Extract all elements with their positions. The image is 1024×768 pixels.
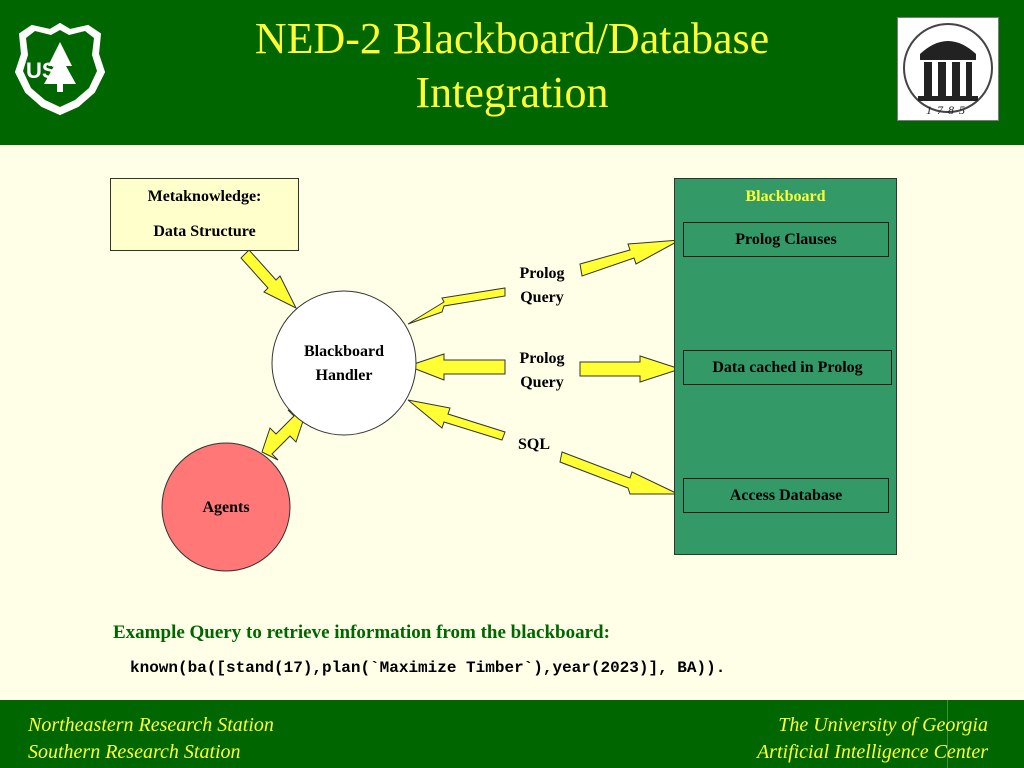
arrow-sql-to-access [559, 451, 679, 495]
title-line-1: NED-2 Blackboard/Database [254, 14, 770, 63]
arrow-handler-prolog-query-1 [407, 287, 506, 325]
arrow-prolog-query-1-to-clauses [579, 239, 681, 277]
footer-right-line-1: The University of Georgia [778, 714, 988, 736]
metaknowledge-line-2: Data Structure [153, 223, 256, 240]
logo-letters: US [26, 58, 57, 83]
footer-right: The University of Georgia Artificial Int… [757, 712, 988, 766]
blackboard-handler-label: Blackboard Handler [272, 340, 416, 388]
blackboard-item-data-cached: Data cached in Prolog [683, 350, 892, 385]
forest-service-logo: US [12, 20, 108, 116]
example-query-code: known(ba([stand(17),plan(`Maximize Timbe… [130, 659, 726, 677]
metaknowledge-box: Metaknowledge: Data Structure [110, 178, 299, 251]
header-bar: US NED-2 Blackboard/Database Integration… [0, 0, 1024, 145]
agents-label: Agents [162, 496, 290, 520]
connection-1-line-2: Query [520, 289, 564, 306]
connection-label-prolog-query-1: Prolog Query [502, 262, 582, 310]
connection-label-sql: SQL [494, 433, 574, 457]
blackboard-handler-circle [271, 290, 417, 436]
footer-left-line-2: Southern Research Station [28, 741, 241, 763]
arrow-meta-to-handler [240, 249, 298, 310]
blackboard-panel: Blackboard Prolog Clauses Data cached in… [674, 178, 897, 555]
title-line-2: Integration [415, 68, 609, 117]
arrow-handler-sql [407, 399, 506, 441]
handler-line-1: Blackboard [303, 343, 384, 360]
agents-text: Agents [202, 499, 250, 516]
university-logo: 1785 [897, 17, 999, 121]
arrow-handler-prolog-query-2 [406, 353, 506, 381]
footer-bar: Northeastern Research Station Southern R… [0, 700, 1024, 768]
connection-2-line-2: Query [520, 374, 564, 391]
connection-3-line-1: SQL [517, 436, 550, 453]
agents-circle [161, 442, 291, 572]
example-caption: Example Query to retrieve information fr… [113, 622, 610, 643]
metaknowledge-line-1: Metaknowledge: [147, 188, 262, 205]
footer-left-line-1: Northeastern Research Station [28, 714, 274, 736]
blackboard-title: Blackboard [745, 188, 826, 205]
logo-year: 1785 [926, 103, 970, 117]
blackboard-item-access-database: Access Database [683, 478, 889, 513]
page-title: NED-2 Blackboard/Database Integration [180, 12, 844, 120]
footer-left: Northeastern Research Station Southern R… [28, 712, 274, 766]
connection-2-line-1: Prolog [519, 350, 565, 367]
arrow-prolog-query-2-to-cache [579, 355, 682, 383]
connection-1-line-1: Prolog [519, 265, 565, 282]
footer-divider [947, 700, 948, 768]
connection-label-prolog-query-2: Prolog Query [502, 347, 582, 395]
blackboard-item-prolog-clauses: Prolog Clauses [683, 222, 889, 257]
handler-line-2: Handler [315, 367, 373, 384]
footer-right-line-2: Artificial Intelligence Center [756, 741, 988, 763]
